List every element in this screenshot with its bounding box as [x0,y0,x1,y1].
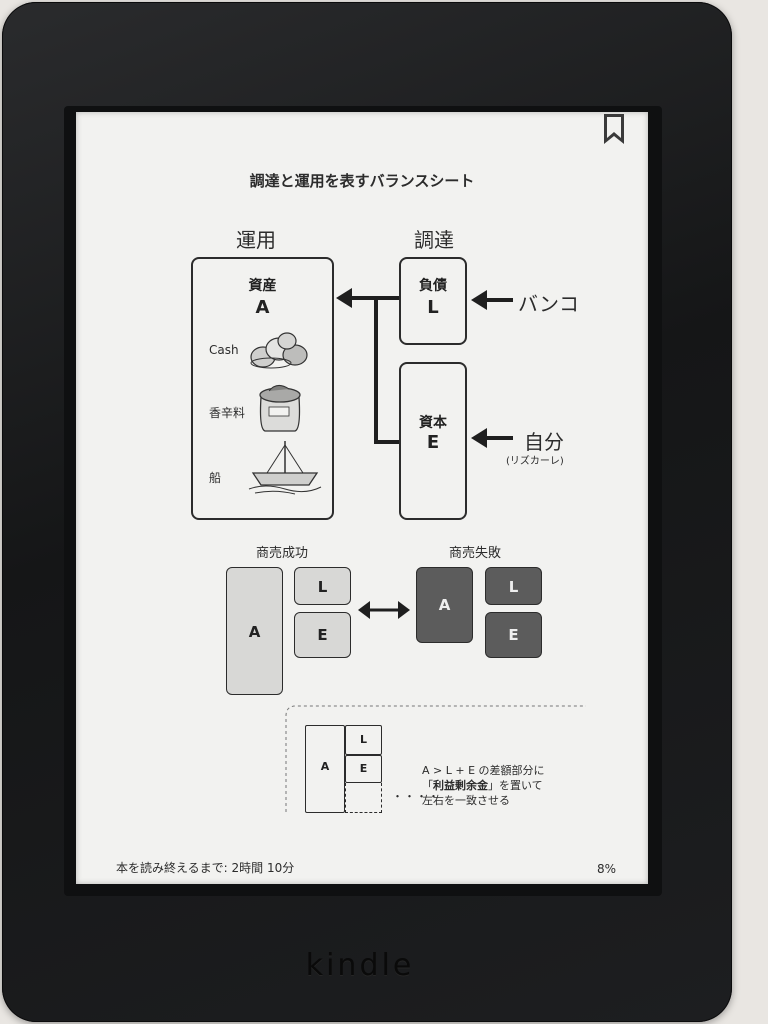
reading-time: 本を読み終えるまで: 2時間 10分 [116,861,295,875]
note-line-3: 左右を一致させる [422,794,510,807]
success-label: 商売成功 [256,546,309,561]
device-brand-logo: kindle [305,948,415,983]
equity-letter: E [426,432,440,453]
failure-label: 商売失敗 [449,546,502,561]
equity-source: 自分 [524,430,564,454]
e-reader-screen[interactable]: 調達と運用を表すバランスシート 運用 調達 資産 A Cash 香辛料 船 [76,112,648,884]
liabilities-source: バンコ [518,292,579,316]
liabilities-letter: L [427,297,439,318]
progress-percent: 8% [596,862,616,876]
asset-item-spice: 香辛料 [209,406,246,420]
note-line-2: 「利益剰余金」を置いて [422,777,543,793]
equity-label: 資本 [419,415,447,431]
note-a-letter: A [320,760,330,773]
liabilities-box: 負債 L [399,257,467,345]
coins-icon [250,332,308,369]
assets-letter: A [255,297,270,318]
note-line-1: A > L + E の差額部分に [422,764,545,777]
bookmark-icon[interactable] [602,114,626,146]
failure-l-letter: L [508,578,519,596]
failure-equity-block: E [485,612,542,658]
note-assets-block: A [305,725,345,813]
flow-arrows [336,288,513,448]
note-liabilities-block: L [345,725,382,755]
note-l-letter: L [359,733,367,746]
note-e-letter: E [359,762,368,775]
column-header-usage: 運用 [236,228,276,252]
equity-box: 資本 E [399,362,467,520]
double-arrow-icon [358,601,410,619]
ship-icon [248,441,322,495]
success-l-letter: L [317,578,328,596]
success-a-letter: A [248,623,261,641]
failure-assets-block: A [416,567,473,643]
retained-earnings-term: 利益剰余金 [433,779,488,792]
asset-item-cash: Cash [209,343,239,357]
page-title: 調達と運用を表すバランスシート [249,172,475,190]
failure-liabilities-block: L [485,567,542,605]
success-assets-block: A [226,567,283,695]
note-retained-earnings-slot [345,783,382,813]
failure-e-letter: E [508,626,519,644]
failure-a-letter: A [438,596,451,614]
assets-label: 資産 [248,278,277,294]
column-header-funding: 調達 [414,228,454,252]
note-line-2-rest: 」を置いて [488,779,543,792]
note-bracket-open: 「 [422,779,433,792]
note-dots: ・・・・ [392,790,440,803]
equity-source-note: (リズカーレ) [506,456,564,467]
spice-sack-icon [259,385,301,432]
success-liabilities-block: L [294,567,351,605]
liabilities-label: 負債 [419,278,447,294]
success-equity-block: E [294,612,351,658]
note-equity-block: E [345,755,382,783]
success-e-letter: E [317,626,328,644]
assets-box: 資産 A Cash 香辛料 船 [191,257,334,520]
note-panel-border [285,705,586,812]
asset-item-ship: 船 [209,471,222,485]
